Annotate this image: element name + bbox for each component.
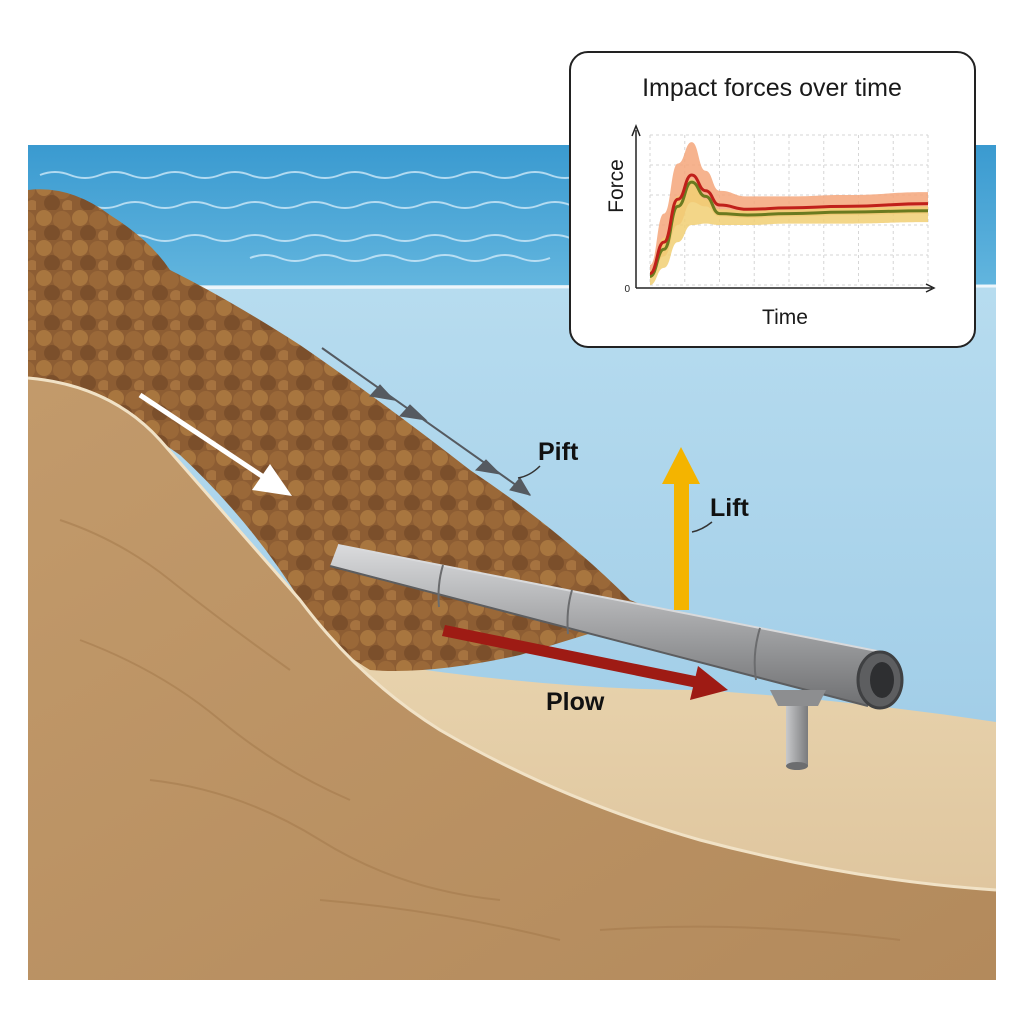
pipe-joints: [437, 564, 761, 681]
pift-leader: [517, 465, 541, 479]
y-tick-zero: 0: [624, 284, 630, 295]
force-series-line-1: [649, 173, 929, 276]
impact-forces-inset: Impact forces over time 0 Time Force: [569, 51, 976, 348]
plot-bands: [650, 142, 928, 285]
inset-title: Impact forces over time: [642, 74, 902, 102]
debris-mass: [28, 189, 660, 672]
pipeline: [329, 544, 904, 770]
lift-label: Lift: [710, 494, 750, 522]
plot-lines: [649, 173, 929, 278]
debris-flow-arrow: [138, 392, 292, 496]
pift-label: Pift: [538, 438, 579, 466]
inset-xlabel: Time: [762, 306, 808, 329]
lift-leader: [691, 521, 713, 533]
sediment-texture: [59, 519, 901, 941]
wave-lines: [39, 171, 581, 262]
plot-axes: [631, 123, 936, 293]
inset-ylabel: Force: [605, 159, 628, 213]
slope-sediment: [28, 378, 996, 980]
plow-arrow: [442, 625, 728, 700]
slope-edge: [27, 376, 997, 892]
pipe-support: [786, 690, 808, 766]
debris-trajectory-arrows: [321, 347, 532, 496]
plow-label: Plow: [546, 688, 605, 716]
lift-arrow: [662, 447, 700, 610]
